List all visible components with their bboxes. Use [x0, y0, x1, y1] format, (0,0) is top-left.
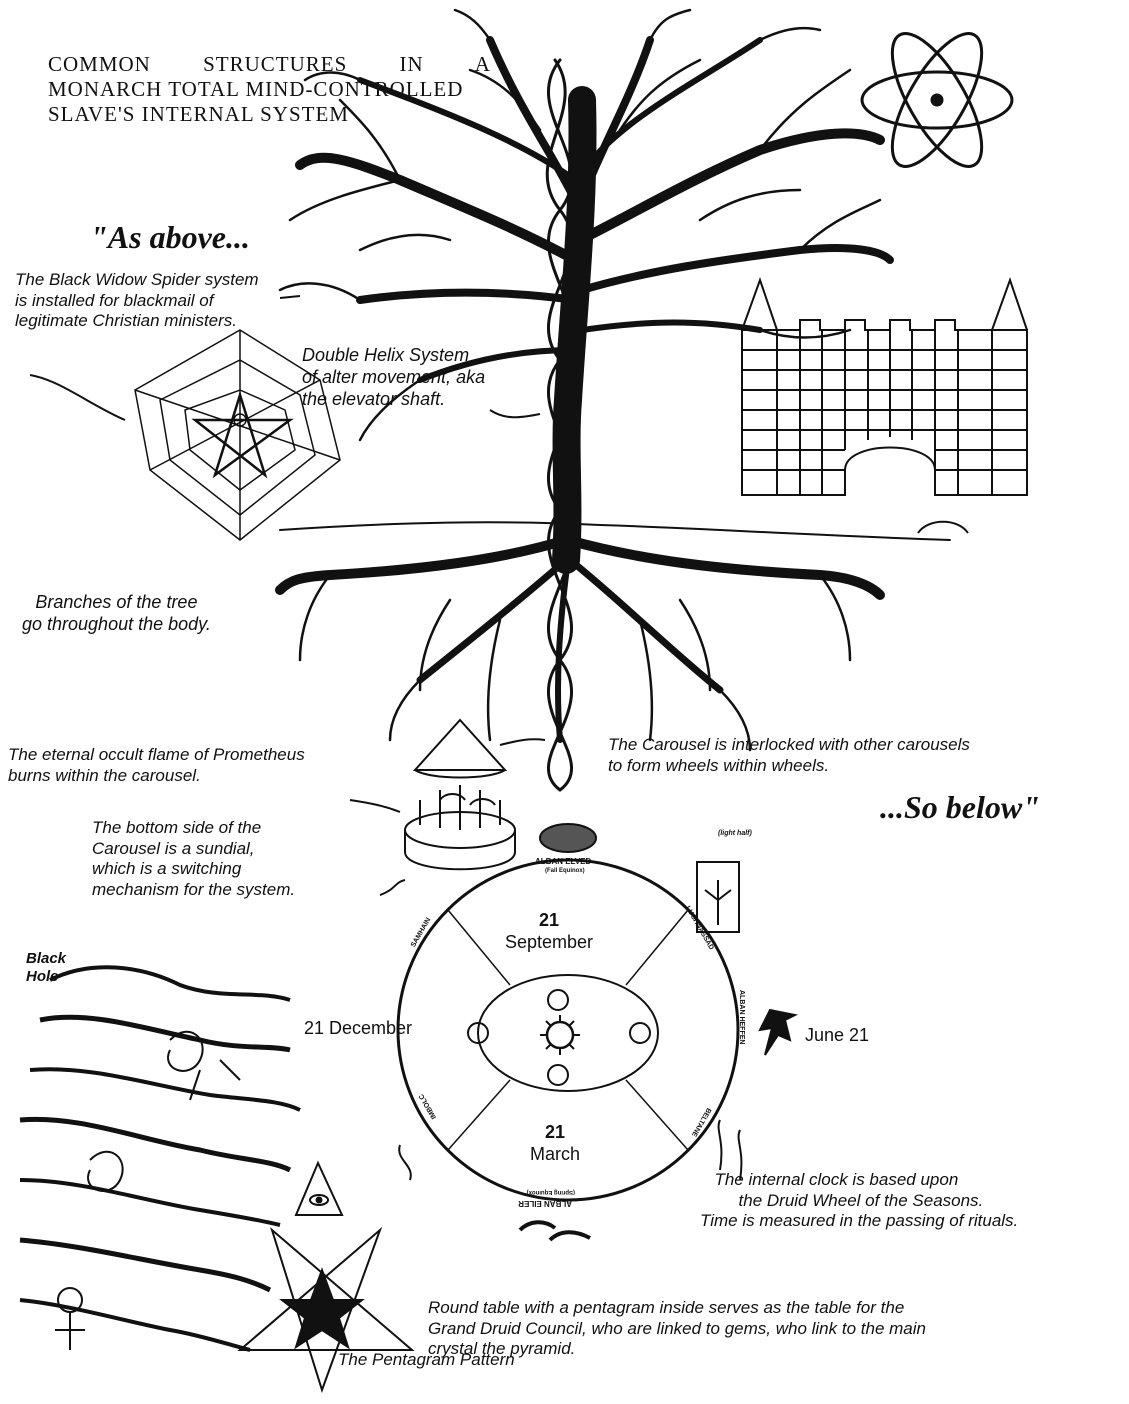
wheel-december: 21 December	[304, 1018, 412, 1040]
title-line-2: MONARCH TOTAL MIND-CONTROLLED	[48, 77, 491, 102]
title-line-3: SLAVE'S INTERNAL SYSTEM	[48, 102, 491, 127]
branches-line-2: go throughout the body.	[22, 614, 211, 636]
alban-heffen-label: ALBAN HEFFEN	[736, 990, 745, 1044]
internal-clock-line-1: The internal clock is based upon	[700, 1170, 1018, 1191]
spring-equinox-label: (Spring Equinox)	[527, 1188, 575, 1195]
so-below-motto: ...So below"	[880, 788, 1040, 827]
sundial-line-1: The bottom side of the	[92, 818, 295, 839]
alban-eiler-label: ALBAN EILER	[518, 1198, 572, 1208]
atom-icon	[862, 21, 1012, 179]
light-half-label: (light half)	[718, 830, 752, 839]
double-helix-caption: Double Helix System of alter movement, a…	[302, 345, 485, 411]
flame-line-1: The eternal occult flame of Prometheus	[8, 745, 305, 766]
round-table-line-2: Grand Druid Council, who are linked to g…	[428, 1319, 926, 1340]
carousel-interlock-line-1: The Carousel is interlocked with other c…	[608, 735, 970, 756]
wheel-september-month: September	[505, 932, 593, 954]
sundial-caption: The bottom side of the Carousel is a sun…	[92, 818, 295, 901]
spider-web-illustration	[30, 330, 340, 540]
double-helix-line-2: of alter movement, aka	[302, 367, 485, 389]
double-helix-line-3: the elevator shaft.	[302, 389, 485, 411]
black-hole-illustration	[20, 967, 300, 1350]
page-title: COMMON STRUCTURES IN A MONARCH TOTAL MIN…	[48, 52, 491, 128]
as-above-motto: "As above...	[90, 218, 250, 257]
castle-illustration	[742, 280, 1027, 495]
black-widow-line-3: legitimate Christian ministers.	[15, 311, 259, 332]
carousel-interlock-line-2: to form wheels within wheels.	[608, 756, 970, 777]
title-line-1: COMMON STRUCTURES IN A	[48, 52, 491, 77]
carousel-interlock-caption: The Carousel is interlocked with other c…	[608, 735, 970, 776]
black-hole-line-2: Hole	[26, 968, 66, 986]
flame-caption: The eternal occult flame of Prometheus b…	[8, 745, 305, 786]
wheel-march: 21 March	[530, 1122, 580, 1166]
round-table-line-1: Round table with a pentagram inside serv…	[428, 1298, 926, 1319]
wheel-march-day: 21	[530, 1122, 580, 1144]
branches-caption: Branches of the tree go throughout the b…	[22, 592, 211, 636]
wheel-june: June 21	[805, 1025, 869, 1047]
branches-line-1: Branches of the tree	[22, 592, 211, 614]
black-widow-line-1: The Black Widow Spider system	[15, 270, 259, 291]
fall-equinox-label: (Fall Equinox)	[545, 868, 585, 875]
flame-line-2: burns within the carousel.	[8, 766, 305, 787]
internal-clock-line-2: the Druid Wheel of the Seasons.	[700, 1191, 1018, 1212]
sundial-line-2: Carousel is a sundial,	[92, 839, 295, 860]
black-widow-line-2: is installed for blackmail of	[15, 291, 259, 312]
double-helix-line-1: Double Helix System	[302, 345, 485, 367]
sundial-line-3: which is a switching	[92, 859, 295, 880]
black-hole-caption: Black Hole	[26, 950, 66, 987]
pentagram-pattern-caption: The Pentagram Pattern	[338, 1350, 515, 1371]
black-widow-caption: The Black Widow Spider system is install…	[15, 270, 259, 332]
black-hole-line-1: Black	[26, 950, 66, 968]
alban-elved-label: ALBAN ELVED	[535, 857, 591, 867]
internal-clock-caption: The internal clock is based upon the Dru…	[700, 1170, 1018, 1232]
carousel-illustration	[405, 720, 515, 869]
wheel-september: 21 September	[505, 910, 593, 954]
wheel-september-day: 21	[505, 910, 593, 932]
pyramid-eye-icon	[296, 1163, 342, 1215]
sundial-line-4: mechanism for the system.	[92, 880, 295, 901]
wheel-march-month: March	[530, 1144, 580, 1166]
internal-clock-line-3: Time is measured in the passing of ritua…	[700, 1211, 1018, 1232]
